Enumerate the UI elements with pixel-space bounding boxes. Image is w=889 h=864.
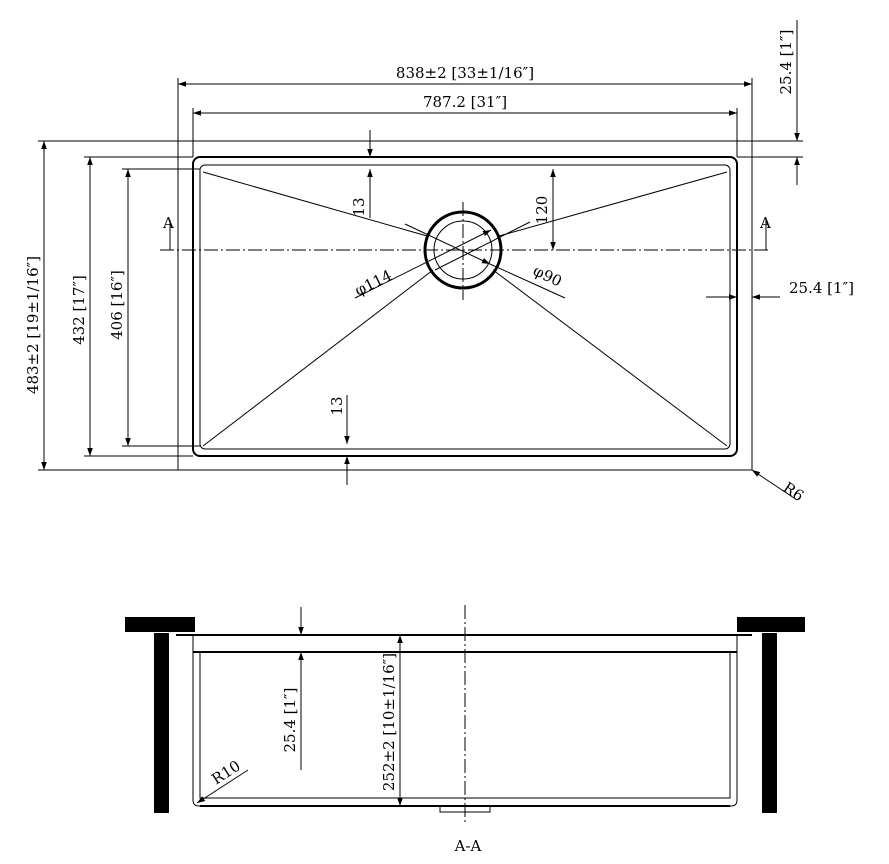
section-mark-left: A	[162, 214, 174, 232]
bottom-radius-dim: R10	[208, 757, 243, 789]
width-406-dim: 406 [16″]	[108, 270, 126, 340]
top-offset-dim: 13	[350, 197, 368, 216]
corner-radius-dim: R6	[780, 478, 807, 505]
width-432-dim: 432 [17″]	[70, 275, 88, 345]
flange-right-dim: 25.4 [1″]	[789, 279, 854, 297]
flange-top-dim: 25.4 [1″]	[777, 29, 795, 94]
cabinet-left	[154, 633, 169, 813]
depth-dim: 252±2 [10±1/16″]	[380, 653, 398, 791]
rim-depth-dim: 25.4 [1″]	[281, 687, 299, 752]
cabinet-right	[762, 633, 777, 813]
drain-outer-dim: φ114	[352, 266, 395, 299]
basin-outline	[192, 156, 738, 457]
section-label: A-A	[454, 837, 482, 855]
inner-length-dim: 787.2 [31″]	[423, 93, 507, 111]
overall-length-dim: 838±2 [33±1/16″]	[396, 64, 534, 82]
plan-view: 838±2 [33±1/16″] 787.2 [31″] 25.4 [1″] 4…	[24, 20, 854, 505]
section-mark-right: A	[759, 214, 771, 232]
bottom-offset-dim: 13	[328, 396, 346, 415]
flange-outline	[177, 140, 753, 471]
drain-inner-dim: φ90	[530, 261, 564, 290]
countertop-right	[737, 617, 805, 632]
basin-floor	[199, 164, 731, 450]
section-view: 25.4 [1″] 252±2 [10±1/16″] R10 A-A	[125, 605, 805, 855]
slope-lines	[202, 171, 728, 447]
overall-width-dim: 483±2 [19±1/16″]	[24, 256, 42, 394]
drain-offset-dim: 120	[533, 196, 551, 225]
countertop-left	[125, 617, 195, 632]
